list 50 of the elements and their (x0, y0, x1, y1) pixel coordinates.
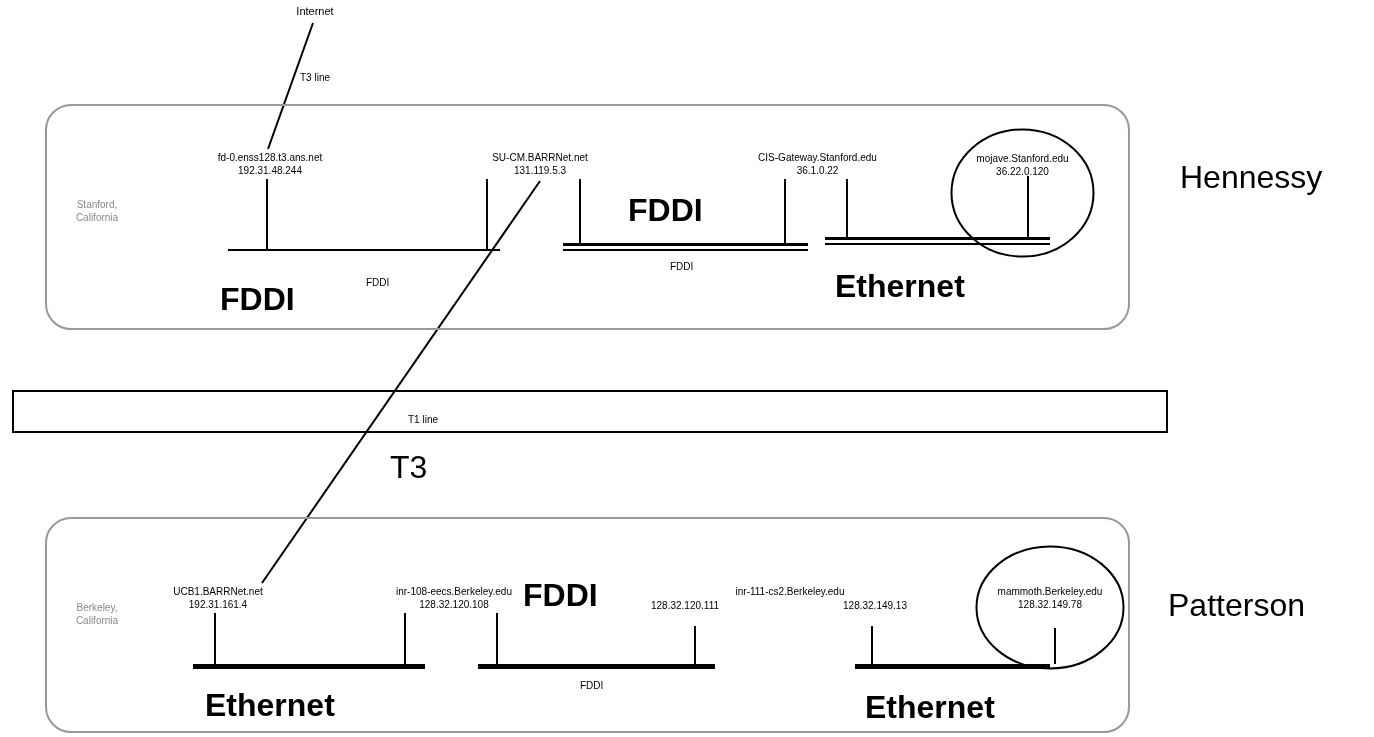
link-line (267, 22, 314, 150)
host-name: inr-111-cs2.Berkeley.edu (735, 585, 845, 598)
highlight-ellipse (950, 128, 1095, 258)
host-name: UCB1.BARRNet.net (172, 585, 264, 598)
network-tap-line (1054, 627, 1056, 665)
network-type-label: Ethernet (205, 688, 335, 724)
network-tap-line (871, 625, 873, 665)
ip-address: 128.32.149.13 (843, 599, 907, 612)
network-tap-line (784, 178, 786, 244)
edge-label: T3 line (300, 72, 330, 83)
segment-label: FDDI (580, 680, 604, 691)
network-type-label: Ethernet (835, 269, 965, 305)
network-type-label: Ethernet (865, 690, 995, 726)
link-label: T1 line (408, 414, 438, 425)
network-name: Internet (295, 5, 335, 18)
host-name: mojave.Stanford.edu (975, 152, 1070, 165)
network-tap-line (214, 612, 216, 665)
site-location: Stanford, California (74, 198, 120, 224)
ip-address: 36.1.0.22 (795, 164, 840, 177)
link-line (261, 180, 541, 584)
site-location: Berkeley, California (74, 601, 120, 627)
ip-address: 128.32.149.78 (1017, 598, 1083, 611)
network-tap-line (846, 178, 848, 238)
host-name: SU-CM.BARRNet.net (491, 151, 589, 164)
network-tap-line (486, 178, 488, 250)
segment-label: FDDI (366, 277, 390, 288)
author-name: Patterson (1168, 588, 1305, 624)
network-tap-line (404, 612, 406, 665)
network-tap-line (266, 178, 268, 250)
network-tap-line (694, 625, 696, 665)
ip-address: 192.31.48.244 (237, 164, 303, 177)
segment-label: FDDI (670, 261, 694, 272)
ip-address: 128.32.120.111 (651, 599, 719, 612)
host-name: CIS-Gateway.Stanford.edu (757, 151, 878, 164)
highlight-ellipse (975, 545, 1125, 670)
ip-address: 128.32.120.108 (418, 598, 490, 611)
host-name: inr-108-eecs.Berkeley.edu (395, 585, 513, 598)
ip-address: 131.119.5.3 (512, 164, 568, 177)
network-tap-line (579, 178, 581, 244)
host-name: fd-0.enss128.t3.ans.net (216, 151, 324, 164)
site-panel (45, 104, 1130, 330)
site-panel (45, 517, 1130, 733)
network-type-label: FDDI (523, 578, 598, 614)
ip-address: 36.22.0.120 (995, 165, 1050, 178)
host-name: mammoth.Berkeley.edu (996, 585, 1104, 598)
network-type-label: FDDI (220, 282, 295, 318)
ip-address: 192.31.161.4 (187, 598, 249, 611)
network-tap-line (496, 612, 498, 665)
author-name: Hennessy (1180, 160, 1323, 196)
network-type-label: FDDI (628, 193, 703, 229)
